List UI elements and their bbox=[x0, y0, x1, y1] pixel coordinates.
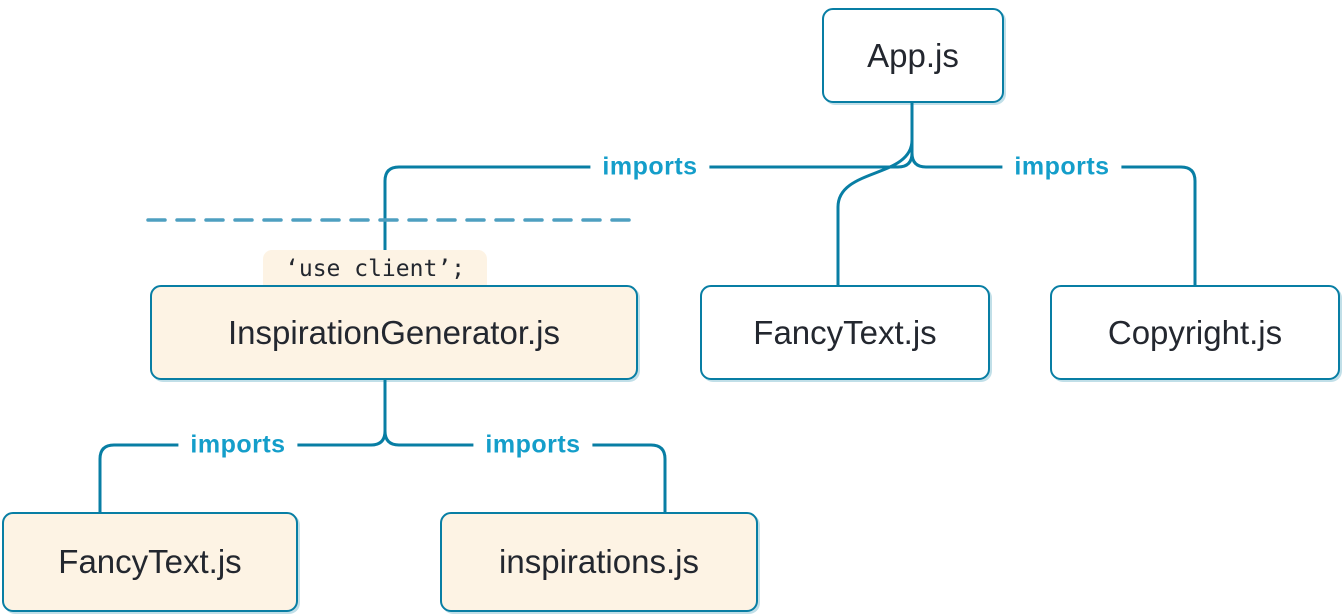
edge-app-to-fancy-text bbox=[836, 100, 914, 288]
use-client-directive-tag: ‘use client’; bbox=[263, 250, 488, 287]
node-inspiration-generator: InspirationGenerator.js bbox=[150, 285, 638, 380]
edge-label-imports-app-to-copyright: imports bbox=[1002, 150, 1122, 184]
edge-label-imports-generator-to-fancytext: imports bbox=[178, 428, 298, 462]
edge-app-to-copyright bbox=[910, 100, 1197, 288]
node-copyright-label: Copyright.js bbox=[1107, 313, 1283, 351]
node-fancy-text-bottom-label: FancyText.js bbox=[58, 543, 242, 580]
node-inspiration-generator-label: InspirationGenerator.js bbox=[227, 313, 560, 351]
edge-label-imports-generator-to-inspirations: imports bbox=[473, 428, 593, 462]
node-fancy-text-bottom: FancyText.js bbox=[2, 512, 298, 612]
node-fancy-text-top-label: FancyText.js bbox=[753, 313, 937, 351]
node-inspirations-label: inspirations.js bbox=[499, 543, 699, 580]
node-copyright: Copyright.js bbox=[1050, 285, 1340, 380]
edge-label-imports-app-to-generator: imports bbox=[590, 150, 710, 184]
node-app: App.js bbox=[822, 8, 1004, 103]
node-fancy-text-top: FancyText.js bbox=[700, 285, 990, 380]
node-app-label: App.js bbox=[867, 36, 959, 74]
node-inspirations: inspirations.js bbox=[440, 512, 758, 612]
